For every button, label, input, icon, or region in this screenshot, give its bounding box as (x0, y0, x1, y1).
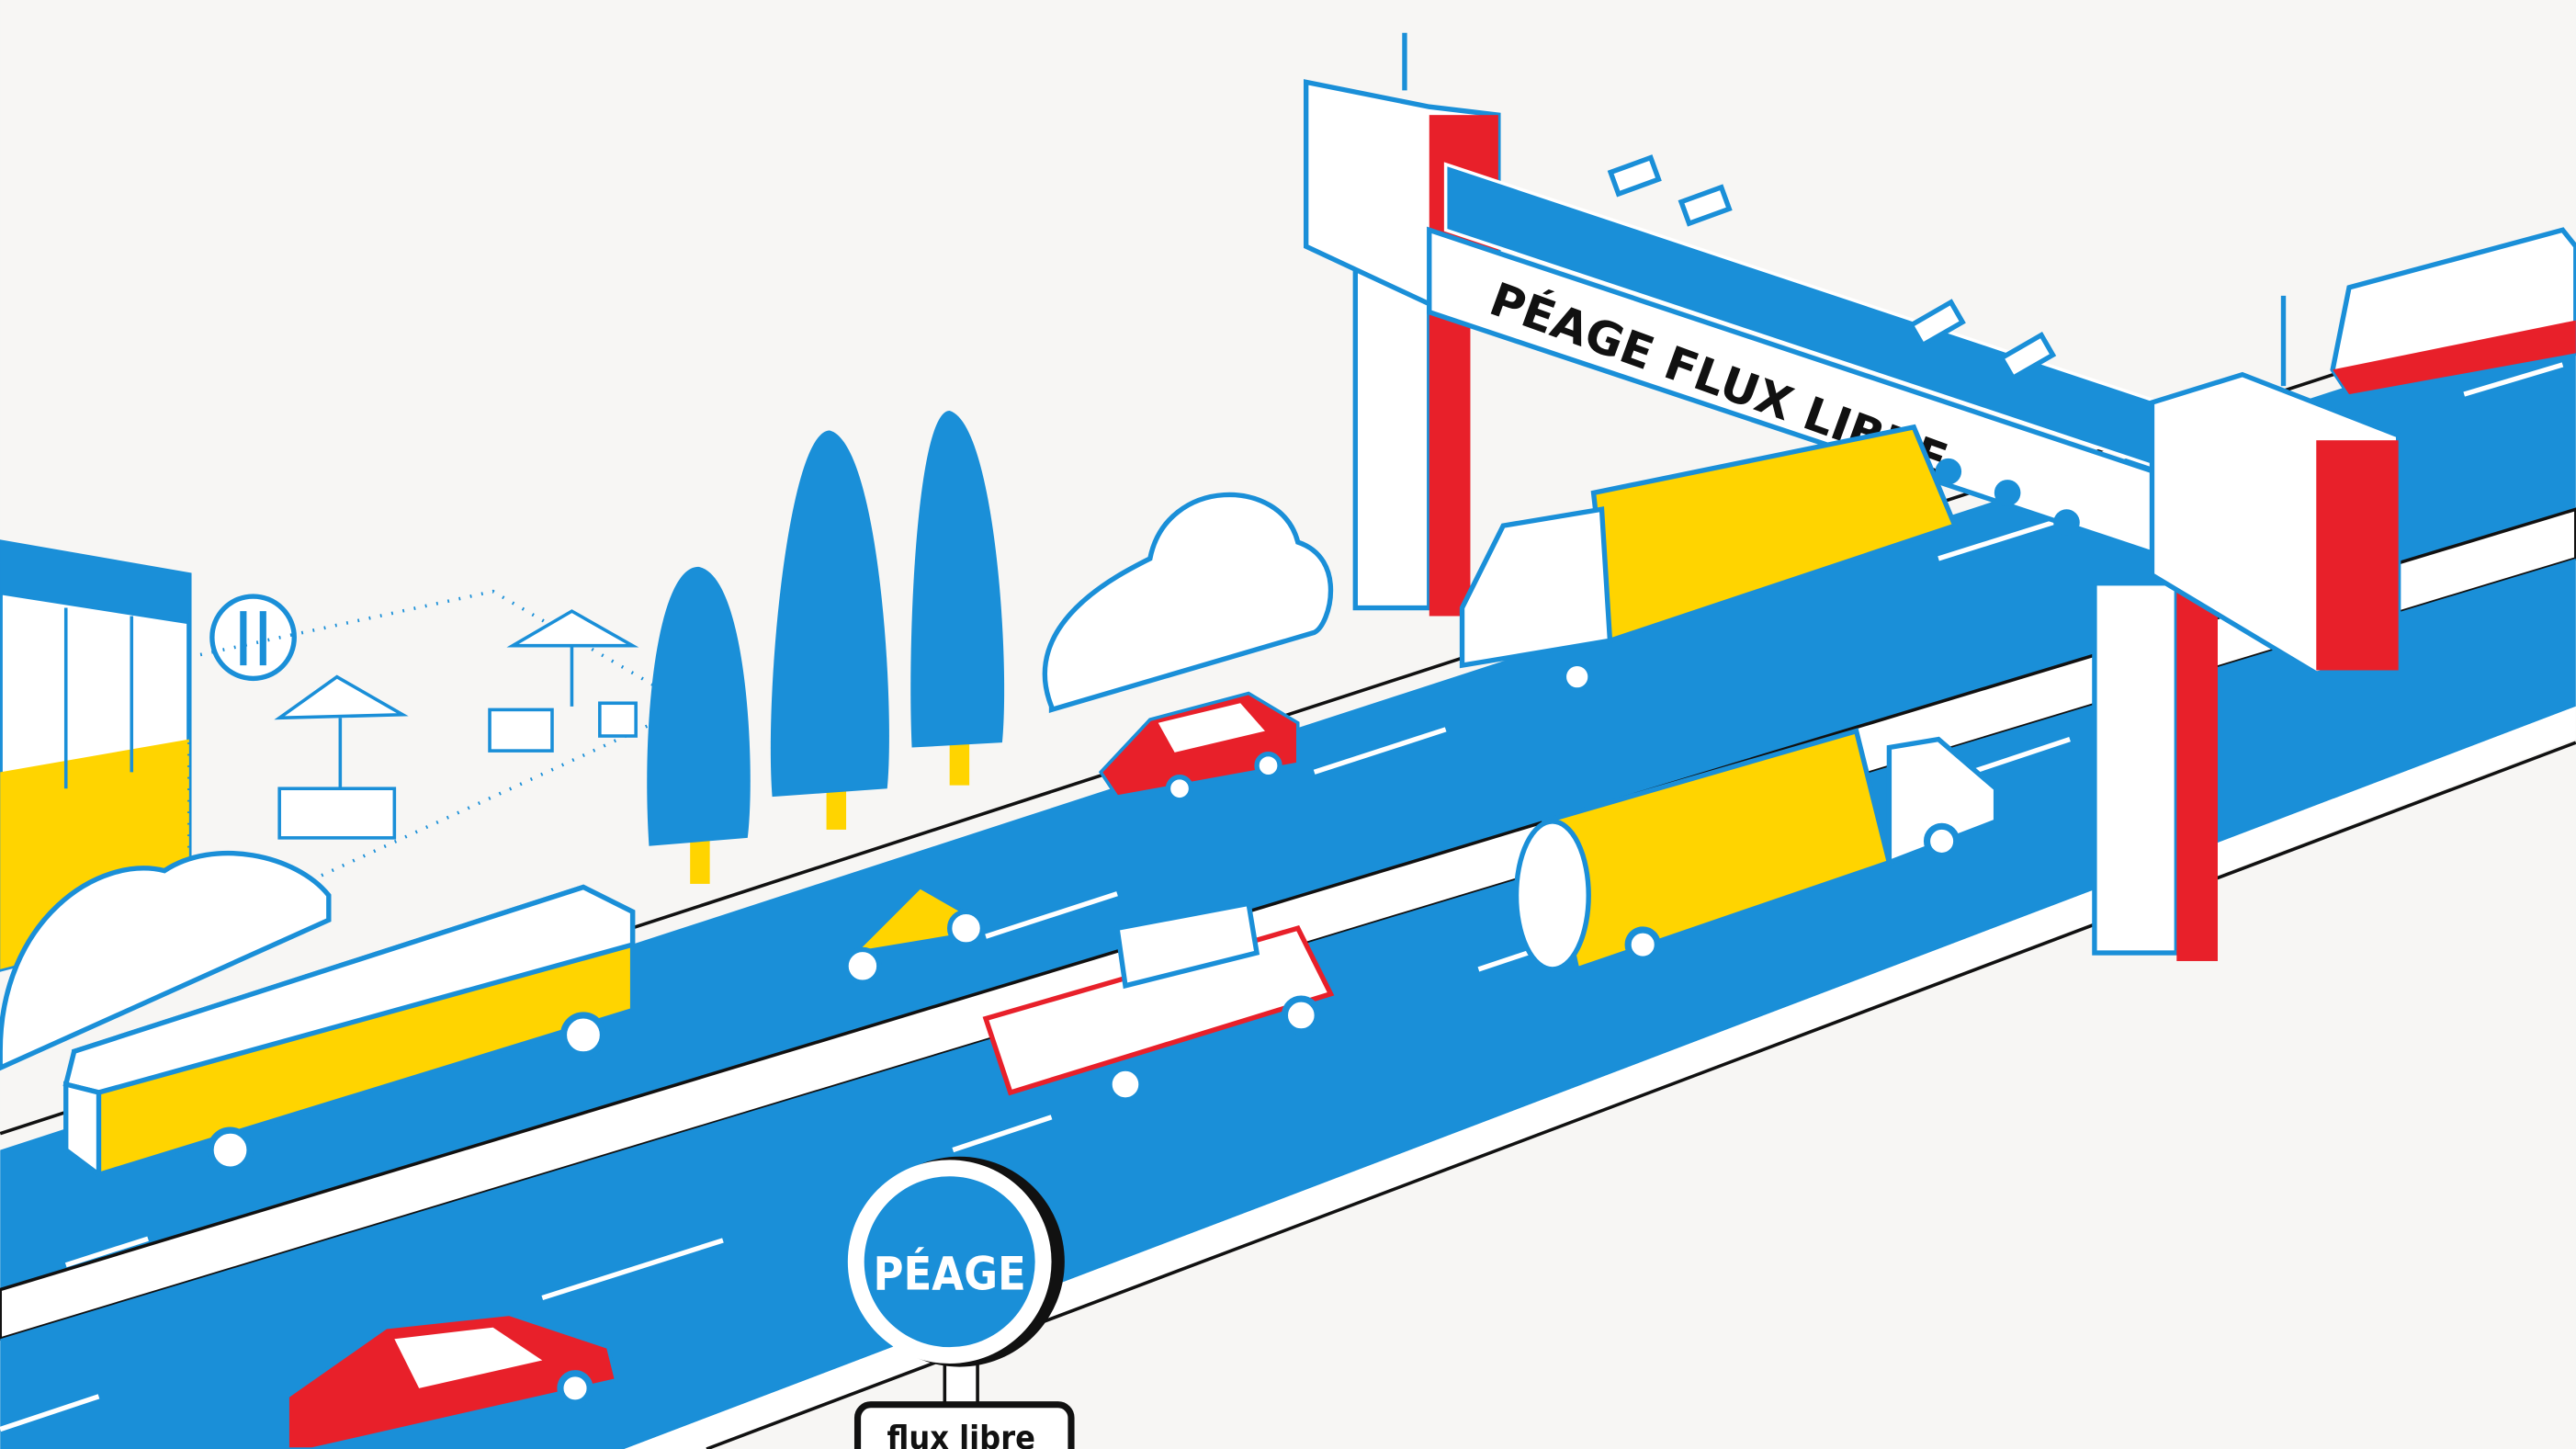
red-car-far (1098, 691, 1300, 803)
bushes (0, 492, 1334, 1071)
motorcycle (843, 885, 986, 985)
red-car-near (286, 1312, 618, 1449)
picnic-umbrellas (274, 609, 639, 840)
sign-label: PÉAGE (874, 1247, 1026, 1301)
cameras (1607, 154, 2057, 382)
bus (62, 884, 636, 1180)
sign-plate-label: flux libre (887, 1420, 1034, 1449)
peage-sign: PÉAGE flux libre (847, 1156, 1075, 1449)
gantry-right-pillar (2092, 581, 2179, 956)
truck-yellow (1459, 424, 1959, 693)
far-road (0, 311, 2576, 1298)
trees (647, 410, 1005, 884)
gantry-left-pillar (1352, 260, 1432, 611)
flatbed-truck (982, 900, 1335, 1104)
restaurant-sign (209, 594, 297, 682)
fork-knife-icon (209, 594, 297, 682)
tanker-truck (1513, 728, 1999, 973)
picnic-area (187, 589, 695, 889)
near-road-shoulder (624, 706, 2576, 1449)
